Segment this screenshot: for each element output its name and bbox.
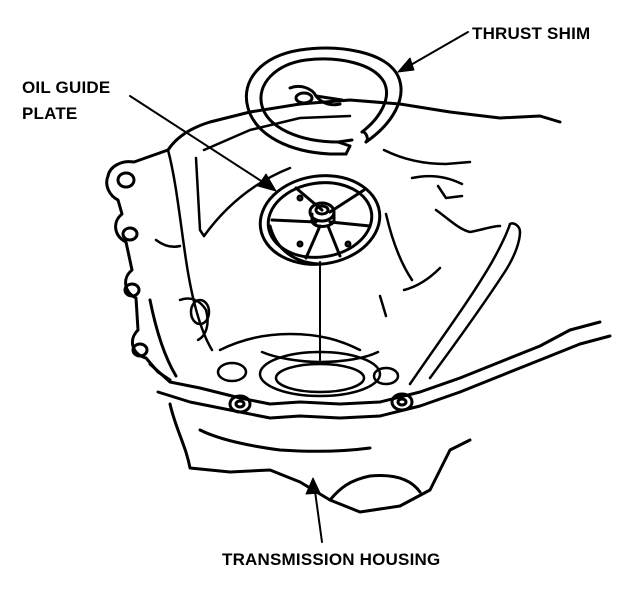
transmission-housing-label: TRANSMISSION HOUSING: [222, 550, 441, 569]
leader-oil-guide-plate: [130, 96, 272, 188]
arrowhead-thrust-shim: [398, 58, 414, 72]
arrowheads: [258, 58, 414, 494]
leader-thrust-shim: [402, 32, 468, 70]
housing-rib: [410, 223, 520, 384]
leader-lines: [130, 32, 468, 542]
oil-guide-plate-label-line1: OIL GUIDE: [22, 78, 111, 97]
arrowhead-transmission-housing: [306, 478, 320, 494]
thrust-shim-label: THRUST SHIM: [472, 24, 591, 43]
transmission-housing: [107, 100, 610, 512]
arrowhead-oil-guide-plate: [258, 174, 276, 191]
thrust-shim: [246, 48, 401, 154]
oil-guide-plate-label-line2: PLATE: [22, 104, 78, 123]
oil-guide-plate: [254, 168, 385, 272]
